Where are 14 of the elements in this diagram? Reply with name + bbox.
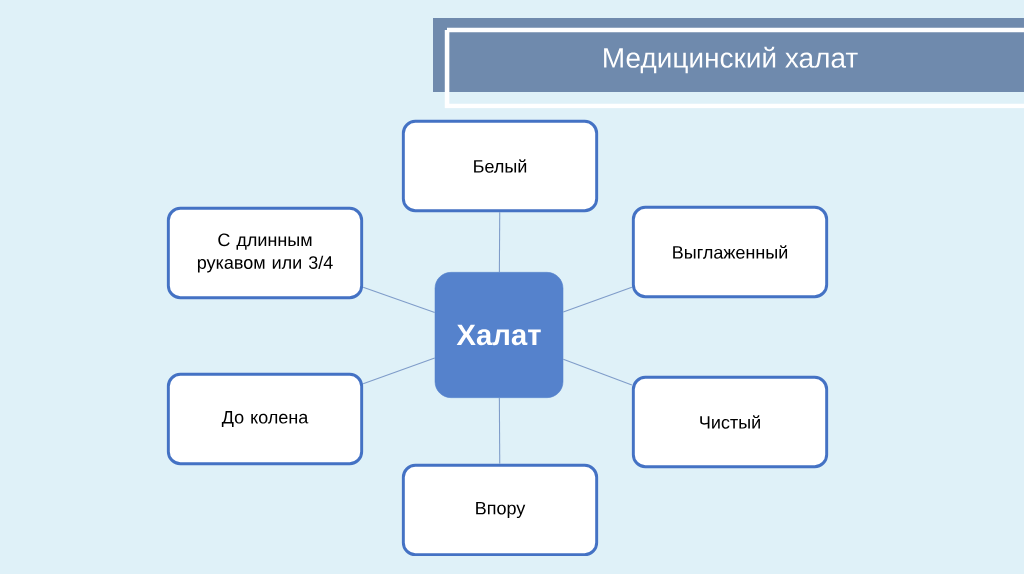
connector-line xyxy=(498,397,501,465)
title-banner: Медицинский халат xyxy=(433,18,1024,109)
topic-box: С длинным рукавом или 3/4 xyxy=(166,206,364,300)
topic-box: Выглаженный xyxy=(631,205,829,299)
connector-line xyxy=(562,358,633,386)
topic-box: Впору xyxy=(401,463,599,557)
center-box: Халат xyxy=(434,272,564,398)
connector-line xyxy=(362,286,436,313)
topic-box: Белый xyxy=(401,119,599,213)
connector-line xyxy=(498,211,501,273)
topic-box: Чистый xyxy=(631,375,829,469)
connector-line xyxy=(562,286,633,313)
connector-line xyxy=(362,357,436,385)
topic-box: До колена xyxy=(166,372,364,466)
